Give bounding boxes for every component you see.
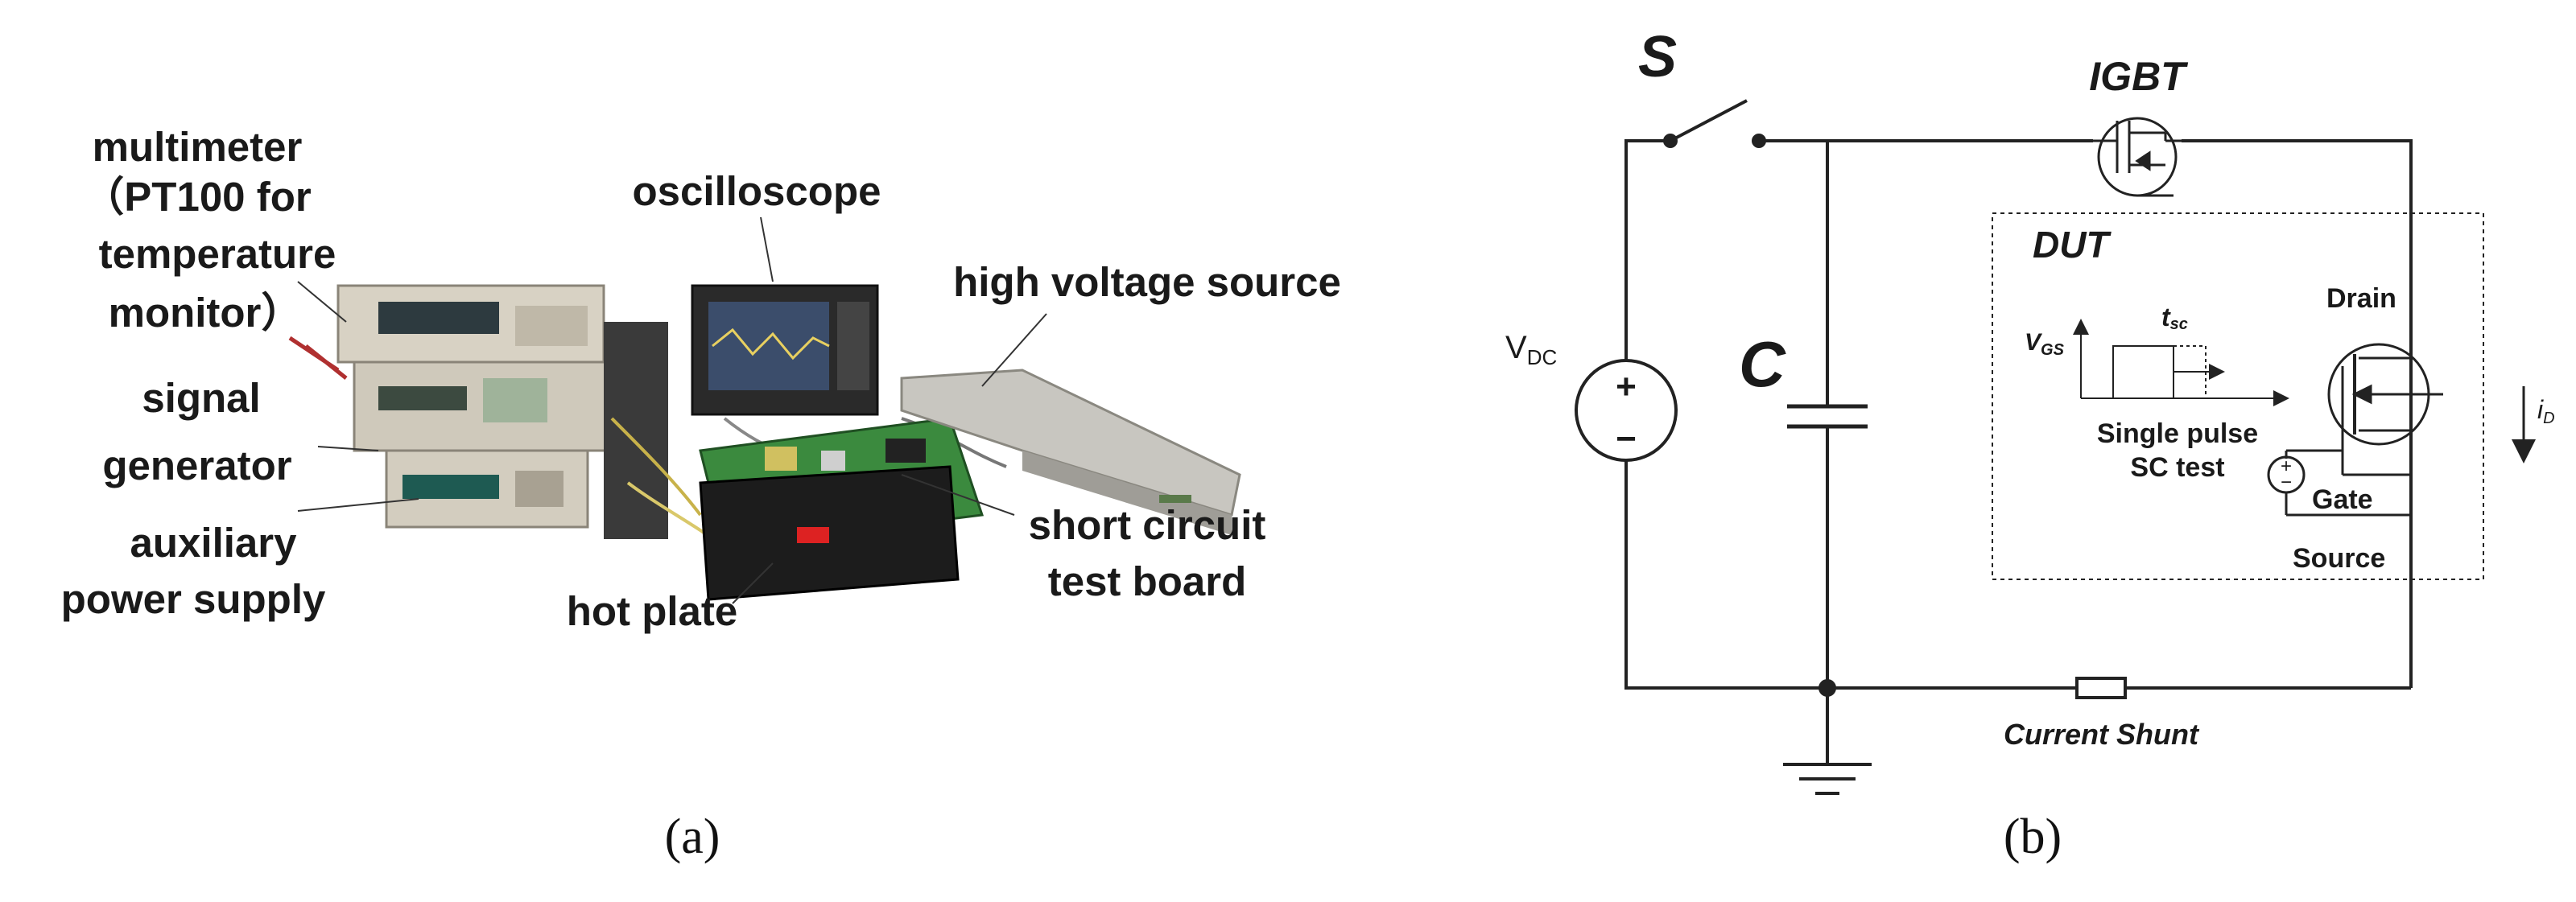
hv-source-device xyxy=(900,369,1241,535)
label-igbt: IGBT xyxy=(2089,54,2189,99)
photo-labels: multimeter （PT100 for temperature monito… xyxy=(61,124,1341,634)
label-dut: DUT xyxy=(2033,224,2112,266)
label-switch-s: S xyxy=(1638,25,1677,89)
circuit-panel xyxy=(1575,99,2536,795)
label-multimeter-4: monitor） xyxy=(109,290,303,336)
pointer-lines xyxy=(297,216,1047,604)
instrument-stack xyxy=(288,284,668,539)
ground-symbol xyxy=(1783,688,1872,795)
label-sc-test: SC test xyxy=(2130,452,2224,483)
label-hot-plate: hot plate xyxy=(567,588,738,634)
label-multimeter-1: multimeter xyxy=(93,124,303,170)
wire-right xyxy=(2182,139,2413,688)
vdc-source xyxy=(1575,359,1678,462)
label-id-sub: D xyxy=(2543,410,2554,427)
label-hv-source: high voltage source xyxy=(953,259,1341,305)
label-tsc: t xyxy=(2161,303,2171,332)
label-aux-power-1: auxiliary xyxy=(130,520,298,566)
svg-text:VGS: VGS xyxy=(2025,329,2065,359)
switch-s xyxy=(1663,99,1766,148)
label-id: i xyxy=(2537,395,2544,424)
label-tsc-sub: sc xyxy=(2170,315,2188,333)
label-vgs: V xyxy=(2025,329,2043,356)
label-gate: Gate xyxy=(2312,484,2373,515)
label-signal-generator-1: signal xyxy=(142,375,260,421)
dut-box xyxy=(1992,212,2484,580)
label-vdc: V xyxy=(1505,330,1527,365)
label-single-pulse: Single pulse xyxy=(2097,418,2258,449)
label-vdc-sub: DC xyxy=(1527,345,1558,369)
capacitor-c xyxy=(1787,141,1868,697)
hot-plate-device xyxy=(699,465,960,601)
label-vgs-sub: GS xyxy=(2041,341,2065,359)
gate-drive xyxy=(2267,449,2411,517)
current-shunt xyxy=(2075,677,2127,699)
mosfet-dut-symbol xyxy=(2327,141,2443,688)
label-signal-generator-2: generator xyxy=(102,443,291,488)
gate-src-minus: − xyxy=(2281,472,2292,493)
label-multimeter-3: temperature xyxy=(99,231,336,277)
label-drain: Drain xyxy=(2326,283,2396,314)
label-multimeter-2: （PT100 for xyxy=(83,174,312,220)
label-aux-power-2: power supply xyxy=(61,576,326,622)
vgs-pulse-inset xyxy=(2073,319,2289,406)
label-sc-board-2: test board xyxy=(1048,558,1247,604)
svg-text:tsc: tsc xyxy=(2161,303,2188,333)
label-capacitor-c: C xyxy=(1739,328,1786,400)
oscilloscope-device xyxy=(691,284,879,416)
label-sc-board-1: short circuit xyxy=(1029,502,1266,548)
label-oscilloscope: oscilloscope xyxy=(633,168,881,214)
circuit-labels: S IGBT DUT VDC + − C VGS tsc Drain Singl… xyxy=(1505,25,2555,864)
label-source: Source xyxy=(2293,543,2385,574)
photo-panel: multimeter （PT100 for temperature monito… xyxy=(61,124,1341,864)
gate-src-plus: + xyxy=(2281,455,2292,477)
svg-text:iD: iD xyxy=(2537,395,2555,427)
label-current-shunt: Current Shunt xyxy=(2004,718,2200,751)
caption-b: (b) xyxy=(2004,809,2062,864)
igbt-symbol xyxy=(2093,117,2182,197)
vdc-minus: − xyxy=(1616,419,1637,459)
caption-a: (a) xyxy=(665,809,720,864)
vdc-plus: + xyxy=(1616,367,1637,406)
svg-text:VDC: VDC xyxy=(1505,330,1557,369)
